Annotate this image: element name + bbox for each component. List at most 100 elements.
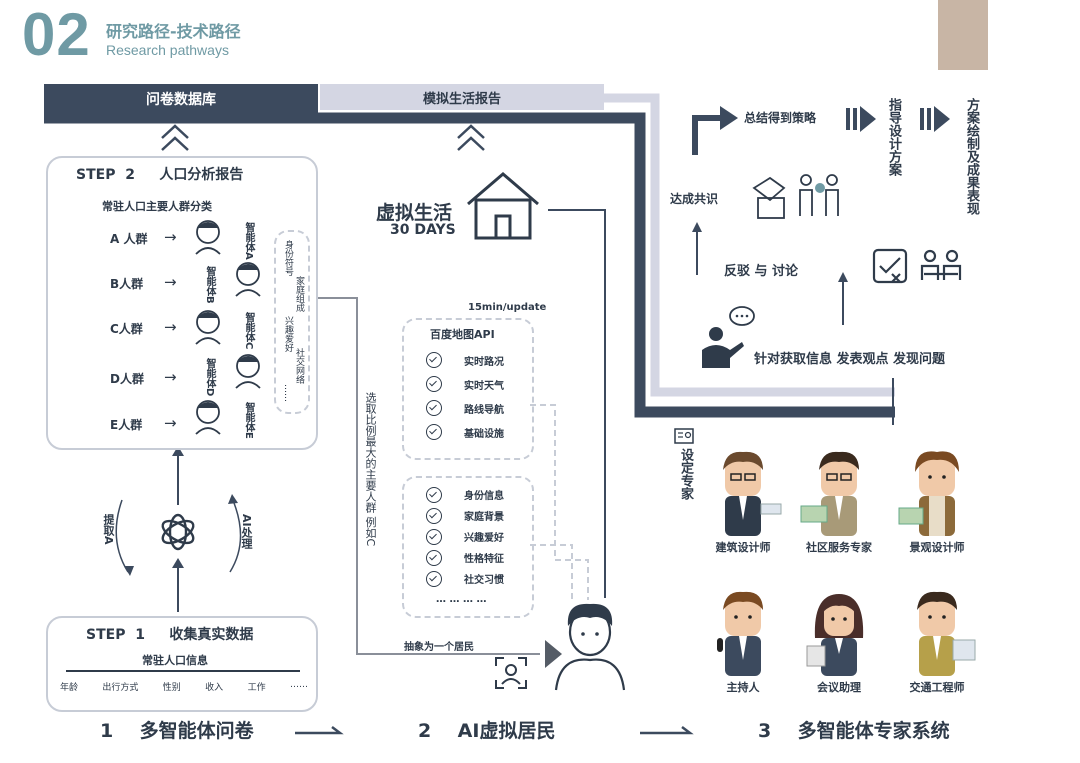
abstract-text: 抽象为一个居民 — [404, 642, 474, 653]
expert-landscape: 景观设计师 — [894, 448, 980, 555]
agent-label: 智能体D — [204, 358, 215, 397]
step1-card — [46, 616, 318, 712]
update-rate: 15min/update — [468, 302, 547, 313]
speak-label: 针对获取信息 发表观点 发现问题 — [754, 352, 946, 367]
section-number: 02 — [22, 1, 91, 68]
extract-label: 提取A — [102, 514, 115, 545]
check-icon — [426, 400, 442, 416]
profile-item: 身份信息 — [426, 484, 504, 505]
expert-traffic: 交通工程师 — [894, 588, 980, 695]
field-label: 出行方式 — [102, 683, 139, 693]
check-icon — [426, 486, 442, 503]
profile-item: 性格特征 — [426, 547, 504, 568]
presenter-icon — [702, 306, 755, 368]
expert-architect: 建筑设计师 — [700, 448, 786, 555]
simulated-report-bar: 模拟生活报告 — [320, 84, 604, 110]
api-box — [402, 318, 534, 460]
debate-label: 反驳 与 讨论 — [724, 264, 799, 279]
field-label: 年龄 — [60, 683, 79, 693]
group-label: E人群 — [110, 418, 143, 432]
virtual-life-title: 虚拟生活 — [376, 202, 453, 224]
profile-item: 社交习惯 — [426, 568, 504, 589]
field-label: 收入 — [205, 683, 224, 693]
corner-accent — [938, 0, 988, 70]
agent-avatars-icon — [195, 220, 261, 435]
traffic-engineer-avatar-icon — [917, 591, 976, 676]
api-item: 实时天气 — [426, 372, 504, 396]
agent-label: 智能体C — [243, 312, 254, 350]
section-title-en: Research pathways — [106, 42, 229, 58]
arrow-right-icon: → — [164, 273, 177, 291]
plan-output: 方案绘制及成果表现 — [964, 98, 979, 215]
host-avatar-icon — [717, 591, 763, 676]
attribute-text: …… — [282, 384, 292, 402]
set-experts-label: 设定专家 — [678, 448, 693, 500]
step1-subtitle: 常驻人口信息 — [142, 654, 208, 667]
select-group-text: 选取比例最大的主要人群 例如C — [364, 392, 377, 547]
api-item: 实时路况 — [426, 348, 504, 372]
community-expert-avatar-icon — [800, 451, 859, 536]
expert-card-icon — [674, 428, 694, 444]
resident-avatar-icon — [554, 603, 626, 691]
architect-avatar-icon — [723, 451, 782, 536]
attributes-box — [274, 230, 310, 414]
profile-item: 兴趣爱好 — [426, 526, 504, 547]
check-icon — [426, 424, 442, 440]
consensus-label: 达成共识 — [670, 192, 719, 206]
check-icon — [426, 352, 442, 368]
agent-label: 智能体B — [204, 266, 215, 304]
attribute-text: 兴趣爱好 — [283, 316, 293, 352]
house-icon — [467, 172, 539, 240]
arrow-right-icon: → — [164, 414, 177, 432]
arrow-right-icon: → — [164, 228, 177, 246]
guide-design: 指导设计方案 — [886, 98, 901, 176]
attribute-text: 身份符号 — [283, 240, 293, 276]
agent-label: 智能体A — [243, 222, 254, 260]
group-label: D人群 — [110, 372, 144, 386]
arrow-right-icon: → — [164, 318, 177, 336]
api-list: 实时路况 实时天气 路线导航 基础设施 — [426, 348, 504, 444]
api-item: 路线导航 — [426, 396, 504, 420]
experts-grid: 建筑设计师 社区服务专家 景观设计师 — [700, 448, 990, 708]
landscape-designer-avatar-icon — [898, 451, 959, 536]
expert-community: 社区服务专家 — [796, 448, 882, 555]
group-label: A 人群 — [110, 232, 148, 246]
step1-fields: 年龄 出行方式 性别 收入 工作 …… — [60, 680, 308, 693]
field-label: …… — [289, 680, 308, 690]
step-label-1: 1 多智能体问卷 — [100, 720, 254, 742]
step-label-3: 3 多智能体专家系统 — [758, 720, 950, 742]
expert-assistant: 会议助理 — [796, 588, 882, 695]
divider — [66, 670, 300, 672]
agent-label: 智能体E — [243, 402, 254, 439]
field-label: 工作 — [247, 683, 266, 693]
step2-subtitle: 常驻人口主要人群分类 — [102, 200, 212, 213]
days-label: 30 DAYS — [390, 222, 456, 238]
step-label-2: 2 AI虚拟居民 — [418, 720, 556, 742]
attribute-text: 社交网络 — [294, 348, 304, 384]
field-label: 性别 — [162, 683, 181, 693]
profile-item: 家庭背景 — [426, 505, 504, 526]
api-title: 百度地图API — [430, 328, 495, 341]
profile-item: … … … … — [436, 594, 487, 605]
summary-strategy: 总结得到策略 — [744, 111, 817, 125]
questionnaire-db-bar: 问卷数据库 — [44, 84, 318, 114]
ai-logo-icon — [161, 513, 195, 551]
profile-list: 身份信息 家庭背景 兴趣爱好 性格特征 社交习惯 … … … … — [426, 484, 504, 610]
step2-card — [46, 156, 318, 450]
assistant-avatar-icon — [806, 594, 864, 676]
group-label: C人群 — [110, 322, 143, 336]
check-icon — [426, 570, 442, 587]
expert-host: 主持人 — [700, 588, 786, 695]
profile-box — [402, 476, 534, 618]
check-icon — [426, 376, 442, 392]
group-label: B人群 — [110, 277, 144, 291]
api-item: 基础设施 — [426, 420, 504, 444]
check-icon — [426, 507, 442, 524]
ai-process-label: AI处理 — [240, 514, 253, 549]
step2-title: STEP 2 人口分析报告 — [76, 167, 244, 183]
face-scan-icon — [495, 657, 527, 689]
handshake-icon — [752, 174, 839, 219]
check-icon — [426, 528, 442, 545]
discussion-icon — [872, 248, 962, 284]
